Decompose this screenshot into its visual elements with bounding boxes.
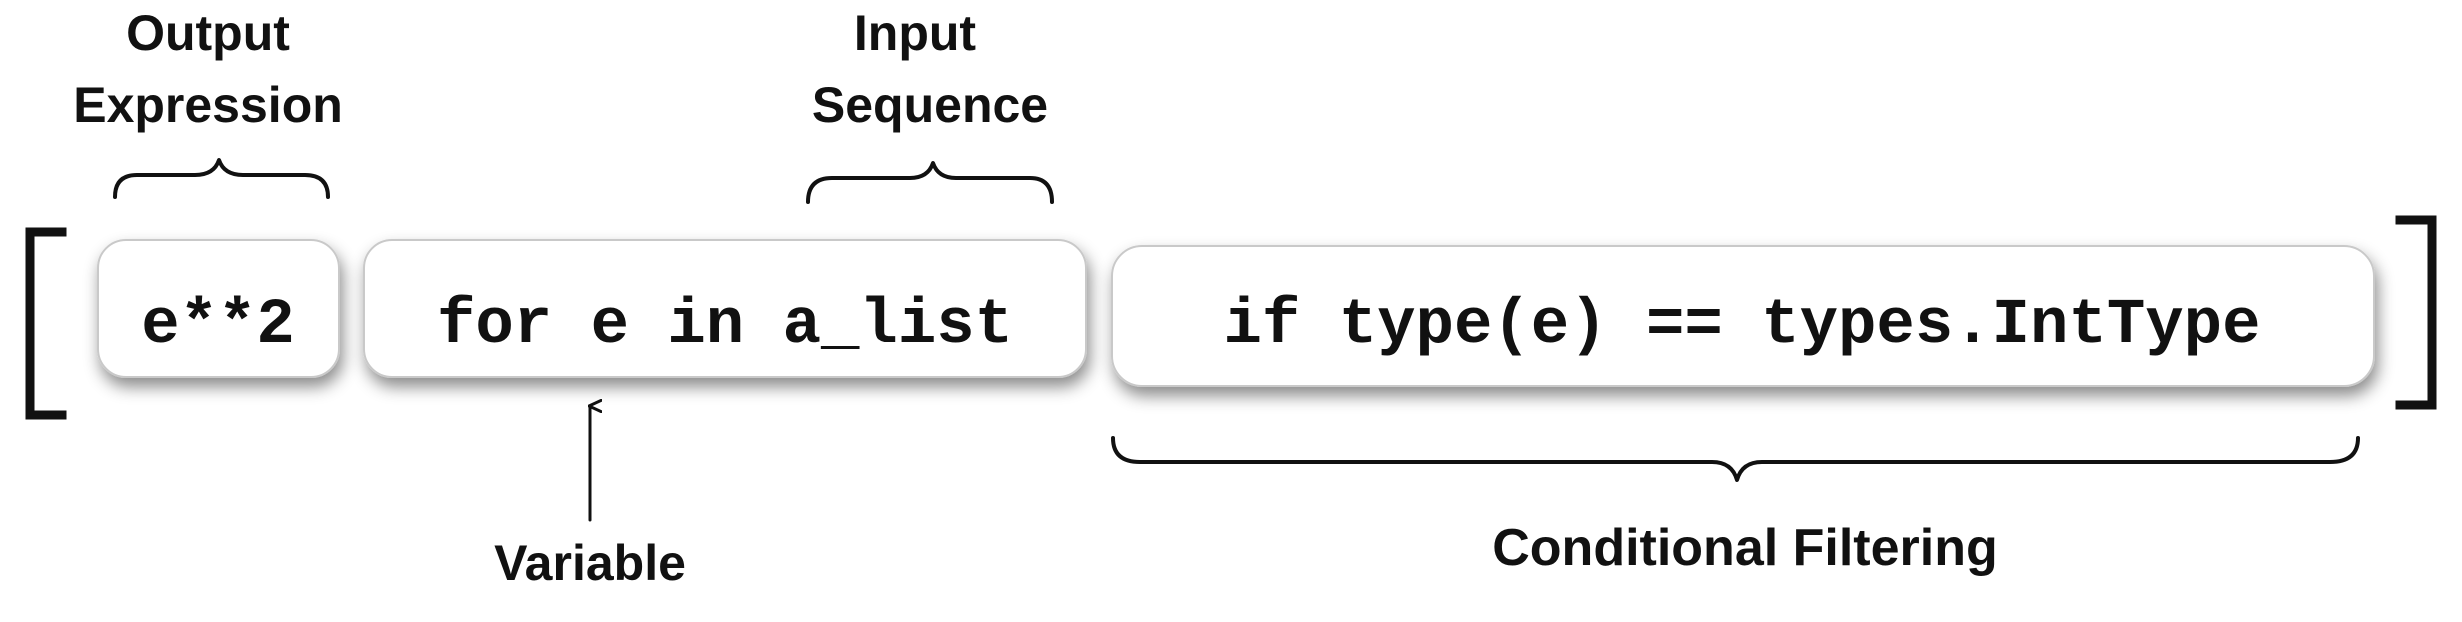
output-expression-brace — [113, 158, 330, 199]
for-clause-code: for e in a_list — [437, 290, 1013, 362]
input-sequence-label-line1: Input — [854, 5, 977, 61]
output-expression-box: e**2 — [97, 239, 340, 378]
output-expression-label-line1: Output — [126, 5, 290, 61]
conditional-filtering-label: Conditional Filtering — [1492, 519, 1998, 577]
input-sequence-brace — [806, 161, 1054, 204]
output-expression-code: e**2 — [141, 290, 295, 362]
output-expression-label-line2: Expression — [73, 77, 343, 133]
variable-label: Variable — [494, 535, 686, 591]
conditional-filter-code: if type(e) == types.IntType — [1224, 290, 2261, 362]
conditional-filter-box: if type(e) == types.IntType — [1111, 245, 2375, 387]
for-clause-box: for e in a_list — [363, 239, 1087, 378]
input-sequence-label-line2: Sequence — [812, 77, 1048, 133]
conditional-filtering-brace — [1111, 436, 2360, 482]
left-square-bracket — [25, 227, 67, 420]
right-square-bracket — [2395, 215, 2437, 410]
